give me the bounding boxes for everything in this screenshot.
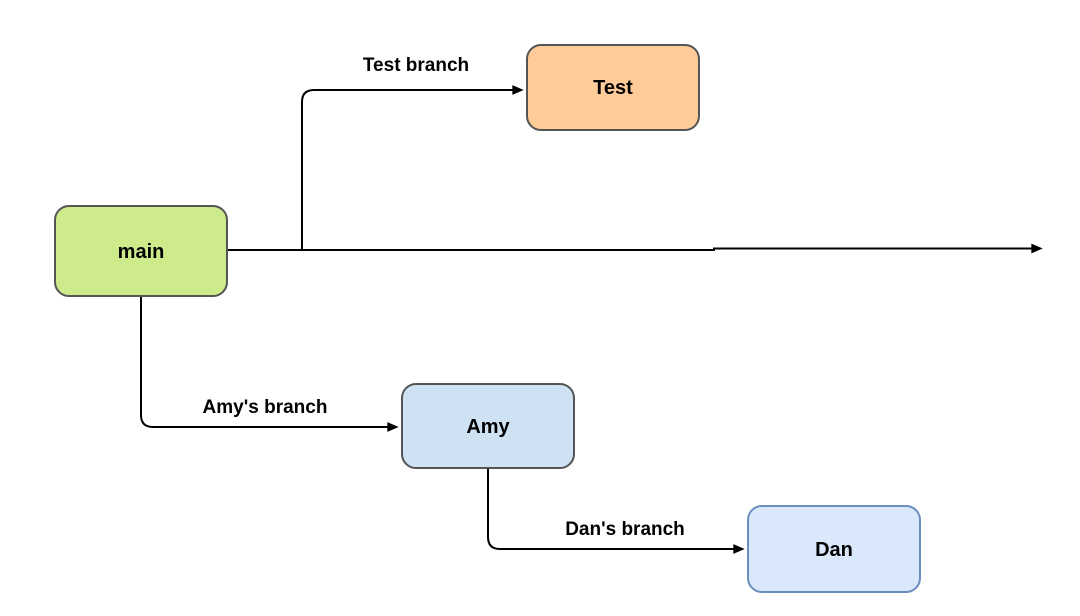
node-test-label: Test bbox=[593, 77, 633, 99]
edge-label-dan-branch: Dan's branch bbox=[565, 519, 685, 540]
node-main[interactable]: main bbox=[54, 205, 228, 297]
node-amy-box[interactable] bbox=[401, 383, 575, 469]
node-dan[interactable]: Dan bbox=[747, 505, 921, 593]
node-test[interactable]: Test bbox=[526, 44, 700, 131]
edge-test-branch[interactable] bbox=[301, 85, 524, 250]
edge-main-timeline[interactable] bbox=[227, 243, 1043, 254]
edge-amy-branch[interactable] bbox=[140, 296, 399, 432]
node-test-box[interactable] bbox=[526, 44, 700, 131]
node-dan-box[interactable] bbox=[747, 505, 921, 593]
edge-dan-branch[interactable] bbox=[487, 468, 745, 554]
node-main-label: main bbox=[118, 241, 165, 263]
edge-label-amy-branch: Amy's branch bbox=[203, 397, 328, 418]
edge-label-test-branch: Test branch bbox=[363, 55, 469, 76]
node-amy[interactable]: Amy bbox=[401, 383, 575, 469]
node-dan-label: Dan bbox=[815, 539, 853, 561]
node-main-box[interactable] bbox=[54, 205, 228, 297]
node-amy-label: Amy bbox=[466, 416, 510, 438]
